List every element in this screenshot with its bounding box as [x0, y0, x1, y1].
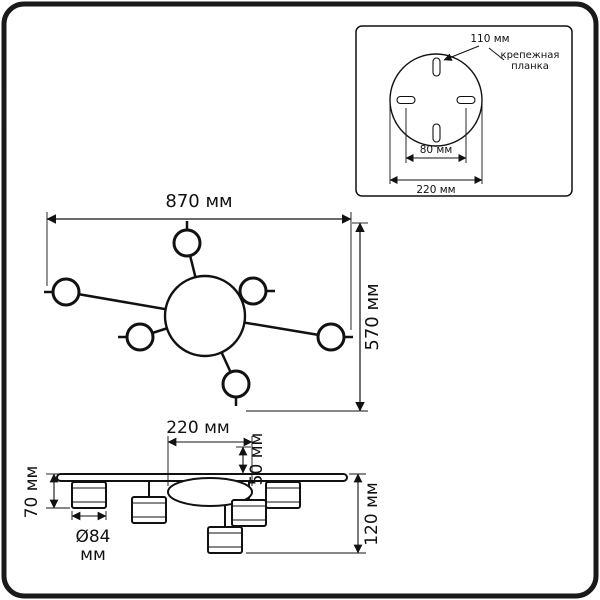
leader-plate-label — [488, 47, 505, 61]
slot-right — [456, 95, 476, 105]
plate-label-line1: крепежная — [501, 50, 560, 61]
canopy — [167, 477, 253, 507]
slot-left — [396, 95, 416, 105]
plate-label-line2: планка — [511, 61, 549, 72]
slot-bottom — [432, 123, 441, 143]
top-view-drawing: 870 мм 570 мм — [44, 191, 383, 412]
side-view-drawing: 220 мм 50 мм 70 мм 120 мм Ø84 мм — [22, 418, 382, 565]
spotlights — [71, 481, 301, 554]
inset-dim-80: 80 мм — [420, 144, 453, 156]
dim-50-label: 50 мм — [247, 433, 267, 486]
slot-top — [432, 57, 441, 77]
mounting-plate-inset: 110 мм крепежная планка 80 мм 220 мм — [355, 25, 573, 197]
dim-70-label: 70 мм — [22, 466, 42, 519]
spotlight-2 — [131, 496, 167, 524]
spotlight-3 — [265, 481, 301, 509]
dim-570-label: 570 мм — [362, 283, 383, 350]
leader-110 — [443, 45, 480, 61]
dim-d84-label-line2: мм — [80, 545, 106, 565]
dim-d84-label-line1: Ø84 — [75, 527, 110, 547]
dim-220-side-label: 220 мм — [166, 418, 230, 438]
center-body-circle — [163, 274, 247, 358]
lamp-circles — [51, 228, 346, 399]
spotlight-1 — [71, 481, 107, 509]
inset-dim-110: 110 мм — [470, 33, 509, 45]
dim-870-label: 870 мм — [165, 191, 232, 212]
inset-dim-220: 220 мм — [416, 184, 455, 196]
spotlight-5 — [207, 526, 243, 554]
mounting-plate-circle — [389, 53, 483, 147]
spotlight-4 — [231, 499, 267, 527]
dim-120-label: 120 мм — [362, 482, 382, 546]
